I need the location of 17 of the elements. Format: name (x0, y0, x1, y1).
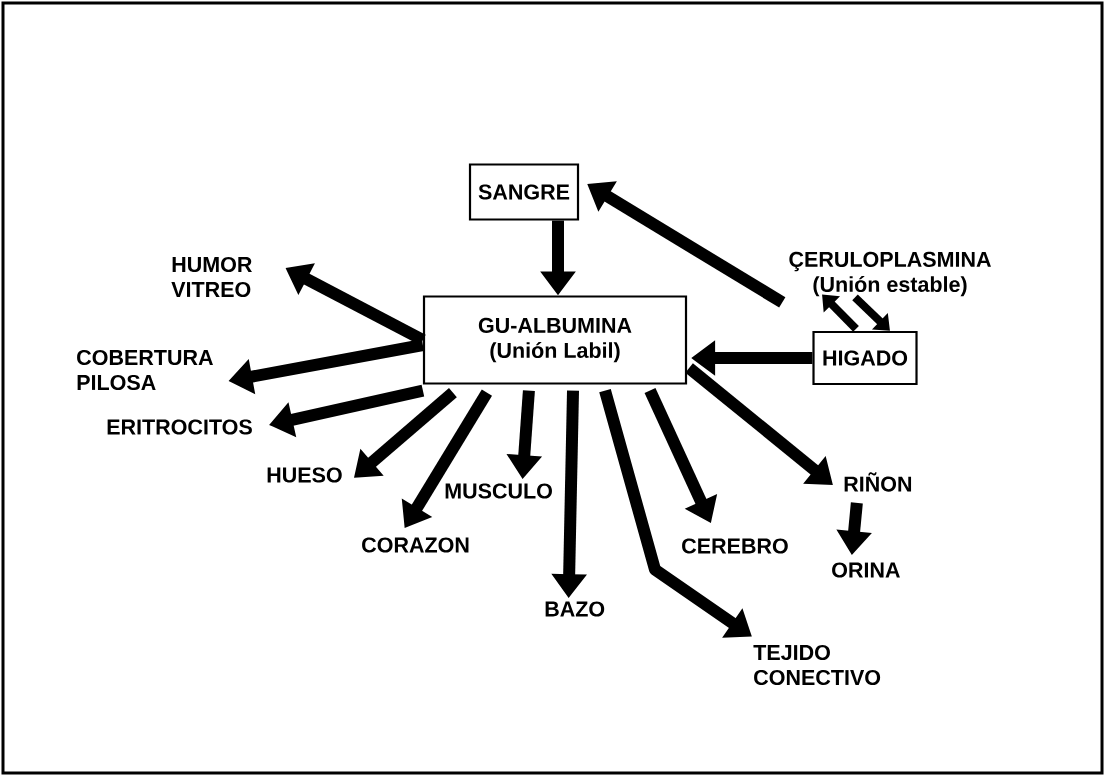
organ-label: HUESO (267, 467, 342, 483)
process-box: GU-ALBUMINA (Unión Labil) (422, 295, 688, 385)
organ-label: CORAZON (362, 537, 469, 553)
arrow (852, 294, 890, 331)
organ-label: RIÑON (844, 472, 912, 492)
organ-label: COBERTURA PILOSA (77, 349, 213, 391)
organ-label: ERITROCITOS (107, 419, 252, 435)
organ-label: HUMOR VITREO (171, 256, 252, 298)
process-box: SANGRE (468, 163, 580, 221)
organ-label: MUSCULO (445, 483, 552, 499)
organ-label: TEJIDO CONECTIVO (753, 644, 881, 686)
arrow (822, 294, 859, 332)
organ-label: BAZO (545, 601, 605, 617)
organ-label: CEREBRO (682, 538, 788, 554)
organ-label: ORINA (832, 562, 900, 578)
organ-label: ÇERULOPLASMINA (Unión estable) (789, 251, 991, 297)
process-box: HIGADO (812, 330, 918, 386)
